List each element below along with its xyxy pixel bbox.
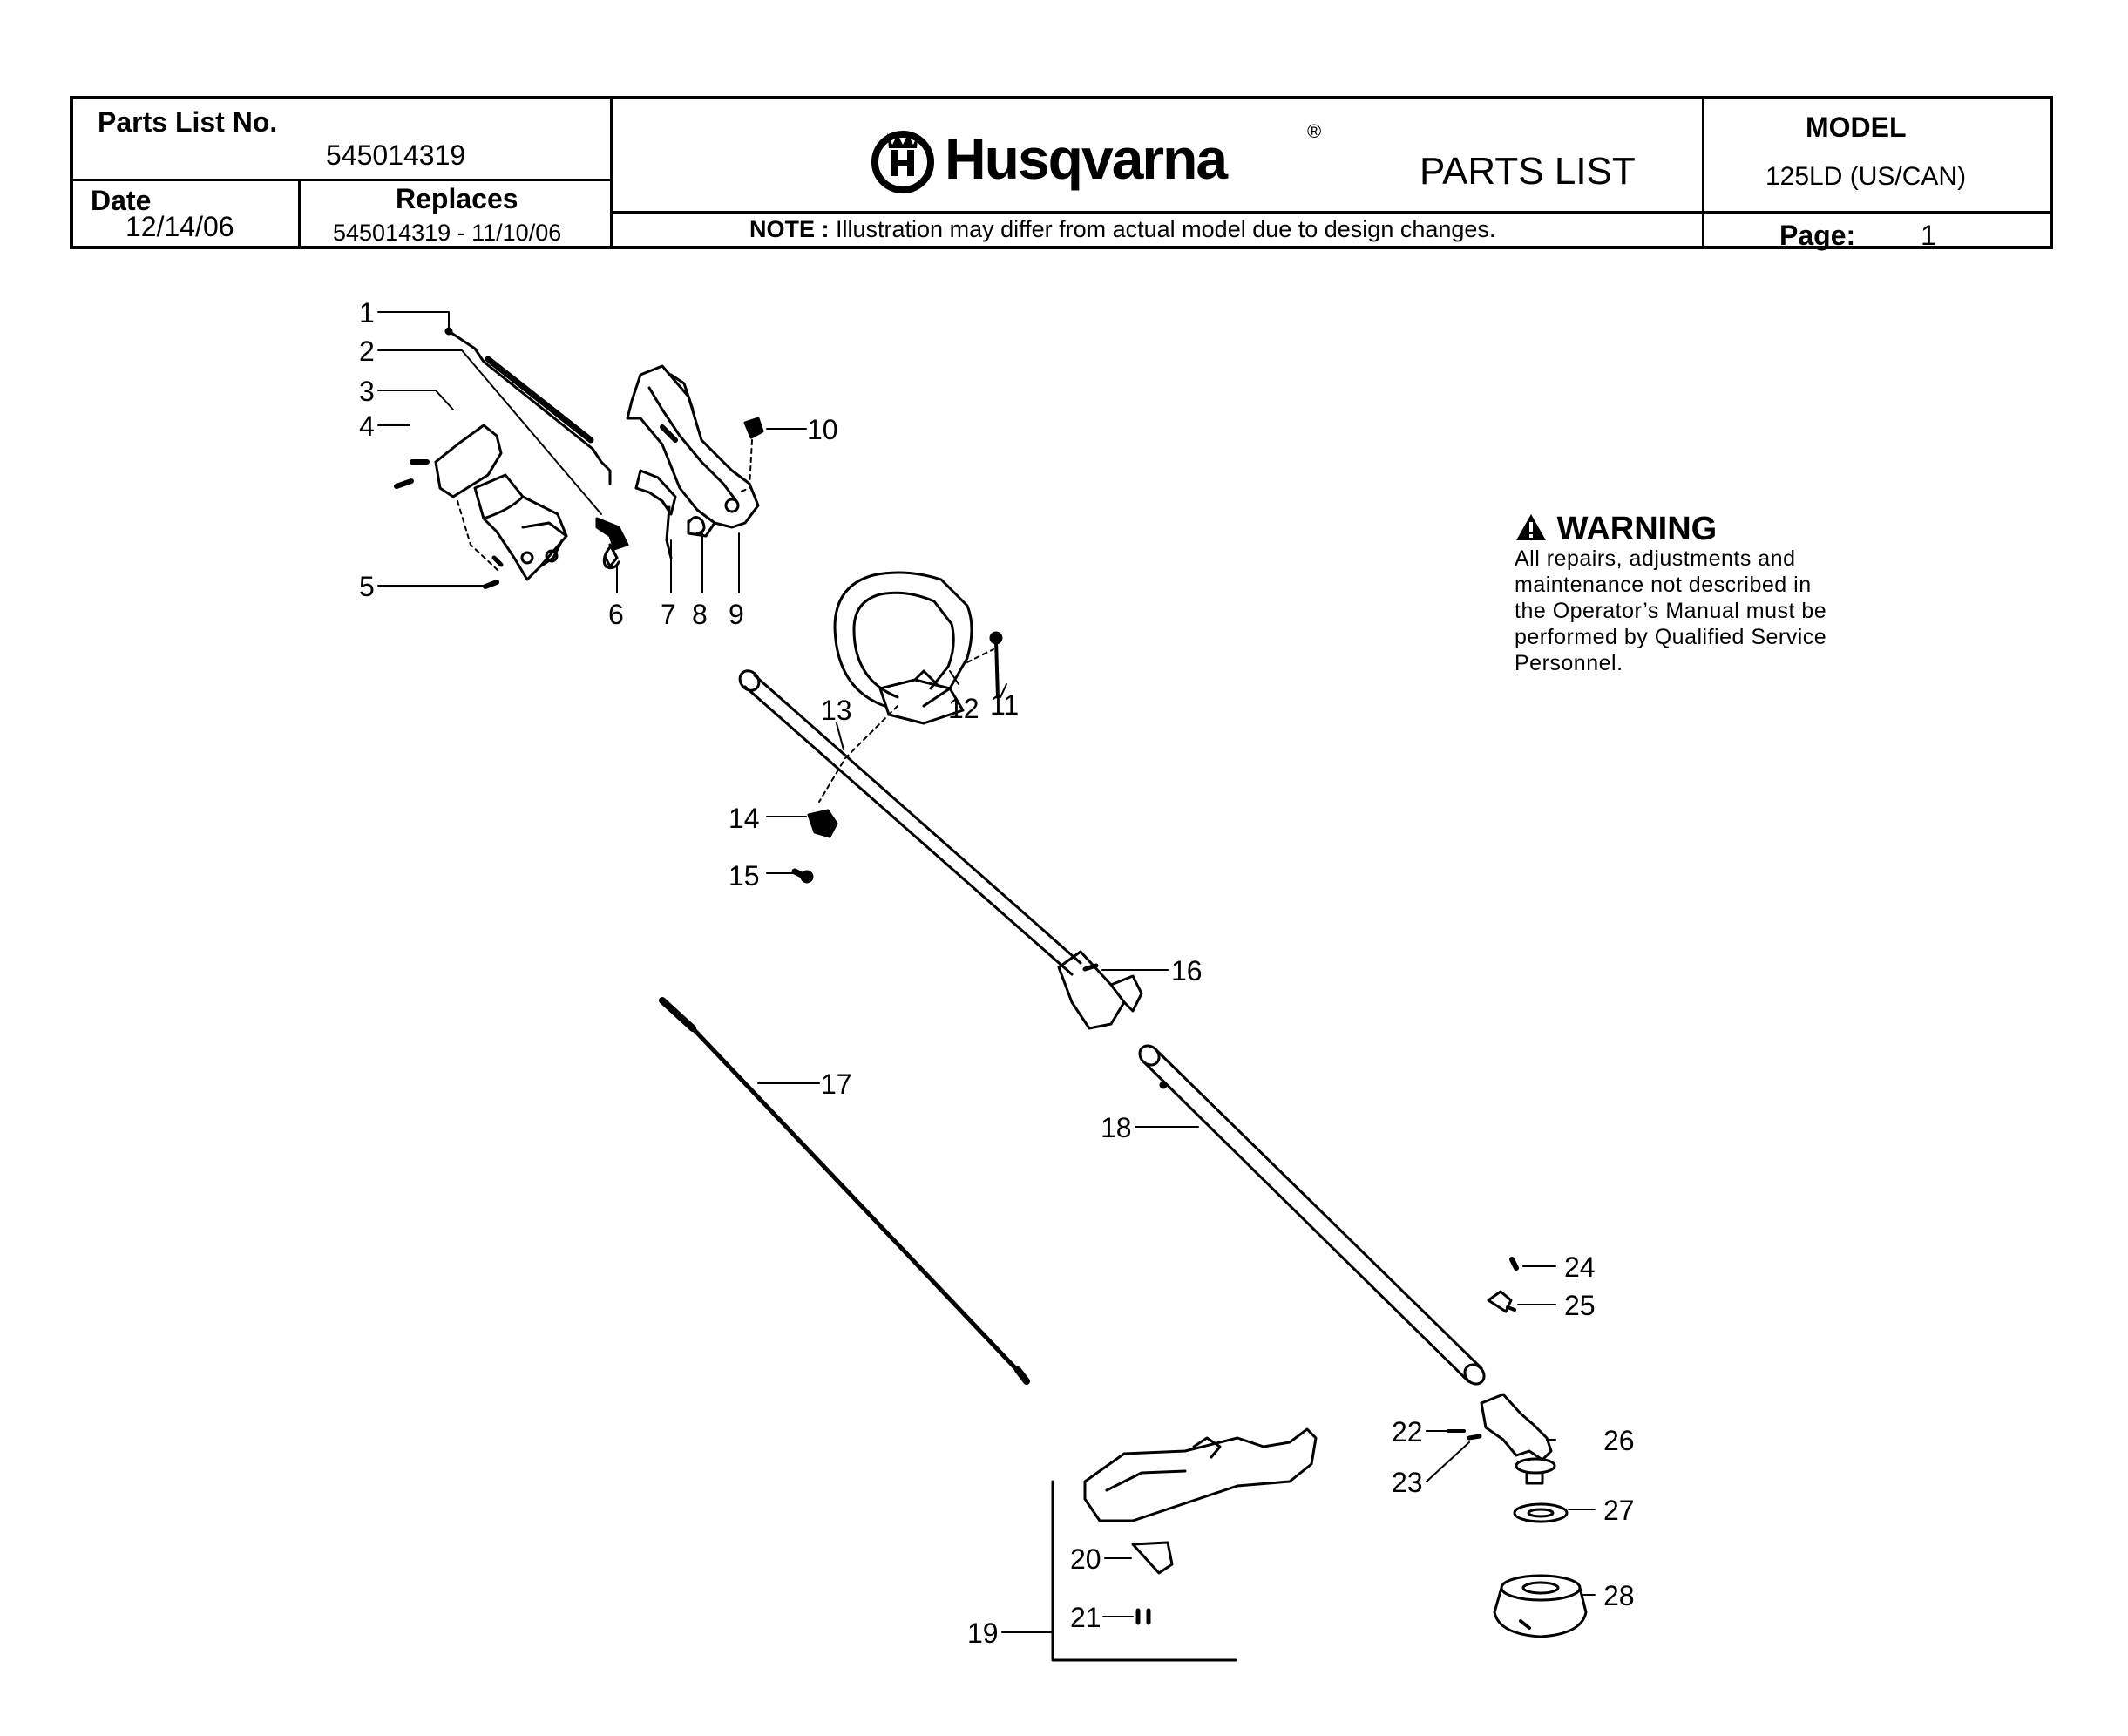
callout-17: 17 [821,1068,852,1100]
callout-10: 10 [807,414,838,445]
crown-h-icon [871,131,934,193]
callout-8: 8 [692,599,708,630]
bolt-part [791,868,814,884]
lower-shaft-tube-part [1138,1044,1486,1386]
gear-head-part [1480,1393,1556,1485]
callout-6: 6 [608,599,624,630]
replaces-value: 545014319 - 11/10/06 [333,220,562,246]
handle-bolt-part [966,631,1003,699]
document-title: PARTS LIST [1420,150,1636,193]
callout-7: 7 [661,599,676,630]
throttle-lock-part [634,469,706,559]
callout-20: 20 [1070,1543,1101,1575]
warning-line: performed by Qualified Service [1515,625,1827,649]
warning-line: All repairs, adjustments and [1515,546,1796,571]
callout-25: 25 [1564,1290,1596,1321]
note-label: NOTE : [749,216,830,242]
header-table: Parts List No. 545014319 Date 12/14/06 R… [70,96,2053,251]
warning-line: Personnel. [1515,651,1623,675]
shaft-coupler-part [1057,950,1143,1030]
washer-part [1513,1502,1569,1523]
callout-2: 2 [359,336,375,367]
callout-16: 16 [1171,955,1203,987]
callout-19: 19 [967,1617,999,1649]
registered-mark: ® [1307,120,1322,142]
header-divider [1702,99,1704,246]
callout-labels: 1 2 3 4 5 6 7 8 9 10 11 12 13 14 15 16 1… [359,297,1635,1649]
callout-3: 3 [359,376,375,407]
husqvarna-logo: Husqvarna ® [868,120,1321,193]
warning-line: the Operator’s Manual must be [1515,599,1827,623]
leader-lines [377,311,1596,1633]
screw-part [394,459,504,589]
replaces-label: Replaces [396,183,518,214]
callout-11: 11 [990,689,1019,721]
engine-cover-part [434,424,568,581]
page-label: Page: [1779,220,1856,251]
note-text: Illustration may differ from actual mode… [836,216,1496,242]
warning-icon [1516,514,1546,540]
callout-18: 18 [1101,1112,1132,1143]
date-value: 12/14/06 [125,211,234,242]
callout-12: 12 [948,693,979,724]
callout-5: 5 [359,571,375,602]
callout-21: 21 [1070,1602,1101,1633]
parts-list-no-label: Parts List No. [98,106,278,138]
shield-clamp-part [1487,1257,1519,1313]
callout-22: 22 [1392,1416,1423,1448]
callout-27: 27 [1603,1495,1635,1526]
callout-26: 26 [1603,1425,1635,1456]
callout-14: 14 [729,803,760,834]
callout-4: 4 [359,410,375,442]
header-divider [73,179,610,181]
callout-15: 15 [729,860,760,892]
warning-heading: WARNING [1515,511,1717,548]
callout-24: 24 [1564,1251,1596,1283]
throttle-trigger-part [595,517,629,568]
spring-clip-part [602,546,620,570]
header-divider [610,211,2053,214]
knob-part [807,809,838,838]
callout-23: 23 [1392,1467,1423,1498]
callout-1: 1 [359,297,375,329]
throttle-cable-part [444,327,612,485]
parts-list-no: 545014319 [326,139,466,171]
warning-text: All repairs, adjustments and maintenance… [1515,546,1898,676]
model-value: 125LD (US/CAN) [1765,162,1967,191]
upper-shaft-tube-part [738,669,1082,976]
warning-line: maintenance not described in [1515,573,1812,597]
shield-screw-part [1135,1608,1151,1625]
page-number: 1 [1921,220,1936,251]
brand-name: Husqvarna [945,126,1228,191]
callout-13: 13 [821,695,852,726]
handle-housing-part [626,364,760,538]
grass-shield-part [1051,1427,1318,1662]
callout-9: 9 [729,599,744,630]
header-divider [610,99,613,246]
stop-switch-part [738,417,764,493]
warning-title: WARNING [1556,511,1718,547]
model-label: MODEL [1806,112,1907,143]
callout-28: 28 [1603,1580,1635,1611]
drive-shaft-part [659,997,1030,1385]
gear-head-screw-part [1447,1429,1482,1441]
trimmer-head-part [1493,1574,1588,1638]
line-cutter-blade-part [1131,1541,1174,1575]
note-line: NOTE : Illustration may differ from actu… [749,216,1495,243]
header-divider [298,179,301,246]
date-label: Date [91,185,152,216]
